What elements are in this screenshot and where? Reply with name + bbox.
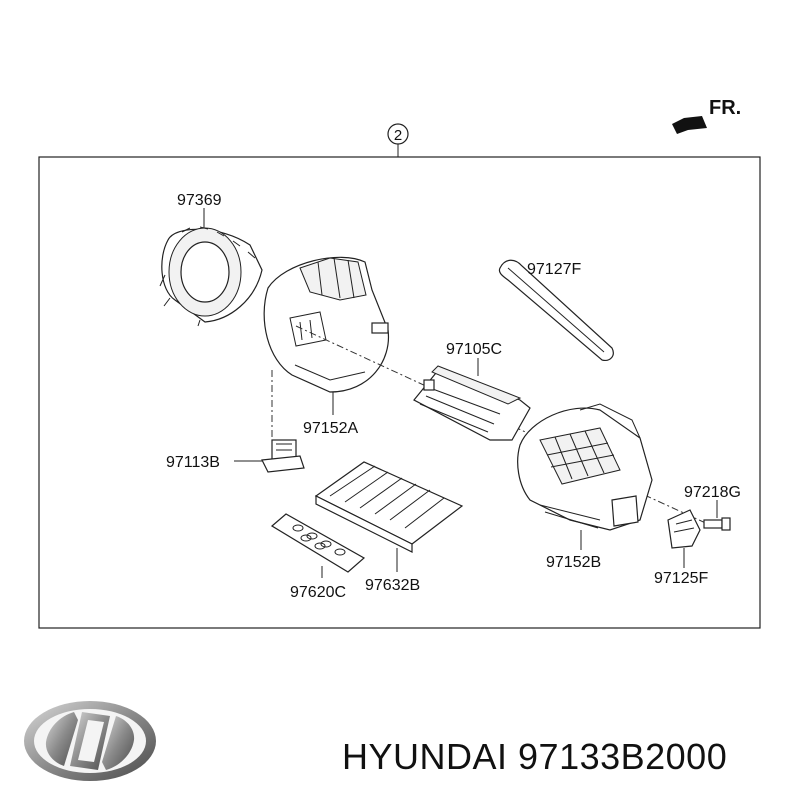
front-direction-label: FR. <box>709 97 741 119</box>
label-97152a: 97152A <box>303 420 358 437</box>
callout-number: 2 <box>394 127 402 144</box>
part-97127f-seal <box>498 259 614 361</box>
label-97632b: 97632B <box>365 577 420 594</box>
part-97125f-actuator <box>667 509 701 549</box>
part-97620c-filter-cover <box>270 513 366 573</box>
part-97632b-filter <box>314 461 464 553</box>
diagram-frame <box>38 156 761 629</box>
label-97127f: 97127F <box>527 261 581 278</box>
label-97152b: 97152B <box>546 554 601 571</box>
label-97113b: 97113B <box>166 454 220 471</box>
part-97113b-resistor <box>261 439 305 473</box>
assembly-callout: 2 <box>387 123 409 157</box>
hyundai-logo <box>24 701 156 781</box>
label-97620c: 97620C <box>290 584 346 601</box>
front-direction-arrow: FR. <box>672 97 741 134</box>
part-97369-blower-cover <box>159 226 263 327</box>
part-97218g-screw <box>703 517 731 531</box>
brand-part-number: HYUNDAI 97133B2000 <box>342 736 728 777</box>
part-97105c-duct <box>413 365 531 441</box>
part-97152a-upper-case <box>263 256 390 393</box>
label-97105c: 97105C <box>446 341 502 358</box>
label-97218g: 97218G <box>684 484 741 501</box>
label-97125f: 97125F <box>654 570 708 587</box>
label-97369: 97369 <box>177 192 222 209</box>
part-97152b-lower-case <box>517 403 653 531</box>
